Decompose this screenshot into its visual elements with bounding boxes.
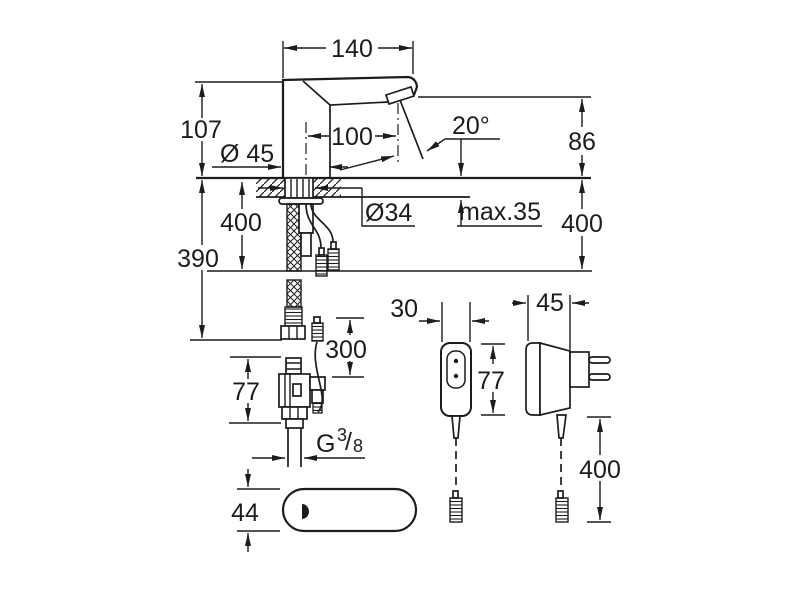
sensor-cable-a — [305, 203, 322, 249]
dim-below-deck-left: 400 — [220, 182, 262, 269]
dim-stream-angle: 20° — [339, 112, 500, 171]
faucet-top-view — [281, 487, 418, 533]
spout-aerator — [384, 85, 416, 106]
faucet-shank — [278, 177, 324, 205]
dim-hose-length: 390 — [177, 180, 219, 338]
cable-connector-b — [327, 241, 340, 271]
dim-spout-reach-label: 100 — [331, 123, 373, 151]
stream-angle-line — [399, 99, 424, 160]
thread-slash: / — [345, 428, 352, 456]
valve-cable-plug — [311, 316, 324, 342]
socket-pin-hole — [453, 373, 459, 379]
sensor-window — [302, 504, 310, 519]
dim-below-deck-right-label: 400 — [561, 210, 603, 238]
dim-base-diameter: Ø 45 — [212, 140, 348, 170]
faucet-body-outline — [281, 75, 419, 178]
dim-outlet-height-label: 86 — [568, 128, 596, 156]
dim-valve-height-label: 77 — [232, 378, 260, 406]
plug-prong — [588, 373, 611, 381]
dim-unit-height-label: 77 — [477, 367, 505, 395]
valve-top-port — [285, 357, 302, 375]
dim-top-view-width: 44 — [231, 469, 280, 552]
dim-below-deck-left-label: 400 — [220, 209, 262, 237]
dim-valve-cable: 300 — [325, 317, 367, 378]
euro-socket-outline — [446, 350, 466, 389]
dim-faucet-height: 107 — [180, 81, 283, 176]
dim-unit-width-label: 30 — [390, 295, 418, 323]
supply-hose-lower — [286, 279, 302, 308]
dim-unit-height: 77 — [477, 343, 505, 416]
control-unit-front — [440, 342, 472, 439]
power-adapter-side — [525, 341, 611, 439]
cable-connector-a — [315, 247, 328, 277]
dim-valve-cable-label: 300 — [325, 336, 367, 364]
adapter-cable-connector — [555, 490, 569, 523]
dim-unit-width: 30 — [390, 295, 489, 342]
valve-side-port — [309, 376, 326, 391]
dim-max-thickness-label: max.35 — [459, 198, 541, 226]
strain-relief — [556, 414, 567, 439]
shank-washer — [278, 197, 324, 205]
hose-union-nut — [280, 325, 306, 340]
dim-outlet-height: 86 — [418, 96, 596, 176]
valve-collar — [285, 418, 304, 429]
dim-hose-length-label: 390 — [177, 245, 219, 273]
thread-letter: G — [316, 430, 335, 458]
strain-relief — [451, 415, 461, 439]
plug-base — [569, 351, 590, 388]
dim-overall-width: 140 — [282, 35, 414, 78]
dim-shank-diameter-label: Ø34 — [365, 199, 412, 227]
dim-valve-height: 77 — [229, 356, 281, 424]
socket-pin-hole — [453, 358, 459, 364]
dim-adapter-cable: 400 — [579, 416, 621, 523]
dim-spout-reach: 100 — [308, 123, 396, 151]
dim-top-view-width-label: 44 — [231, 499, 259, 527]
mounting-stud-lower — [300, 232, 312, 257]
dim-adapter-depth-label: 45 — [536, 289, 564, 317]
inlet-pipe — [287, 428, 302, 467]
dim-faucet-height-label: 107 — [180, 116, 222, 144]
dim-thread: G 3 / 8 — [252, 425, 365, 461]
dim-shank-diameter: Ø34 — [258, 185, 415, 227]
control-unit-cable-connector — [449, 490, 463, 523]
dim-max-thickness: max.35 — [457, 139, 542, 227]
dim-base-diameter-label: Ø 45 — [220, 140, 274, 168]
valve-bottom-nut — [281, 406, 308, 420]
thread-denominator: 8 — [353, 436, 363, 456]
dim-overall-width-label: 140 — [331, 35, 373, 63]
solenoid-valve — [278, 357, 326, 467]
hose-fitting — [284, 306, 303, 327]
plug-prong — [588, 356, 611, 364]
dim-below-deck-right: 400 — [561, 180, 603, 269]
thread-numerator: 3 — [337, 425, 347, 445]
dim-adapter-cable-label: 400 — [579, 456, 621, 484]
valve-cable-outlet — [312, 402, 323, 414]
dim-adapter-depth: 45 — [512, 289, 589, 350]
sensor-cable-b — [310, 203, 334, 243]
valve-cable — [314, 341, 323, 413]
dim-stream-angle-label: 20° — [452, 112, 490, 140]
mounting-deck — [196, 176, 591, 198]
